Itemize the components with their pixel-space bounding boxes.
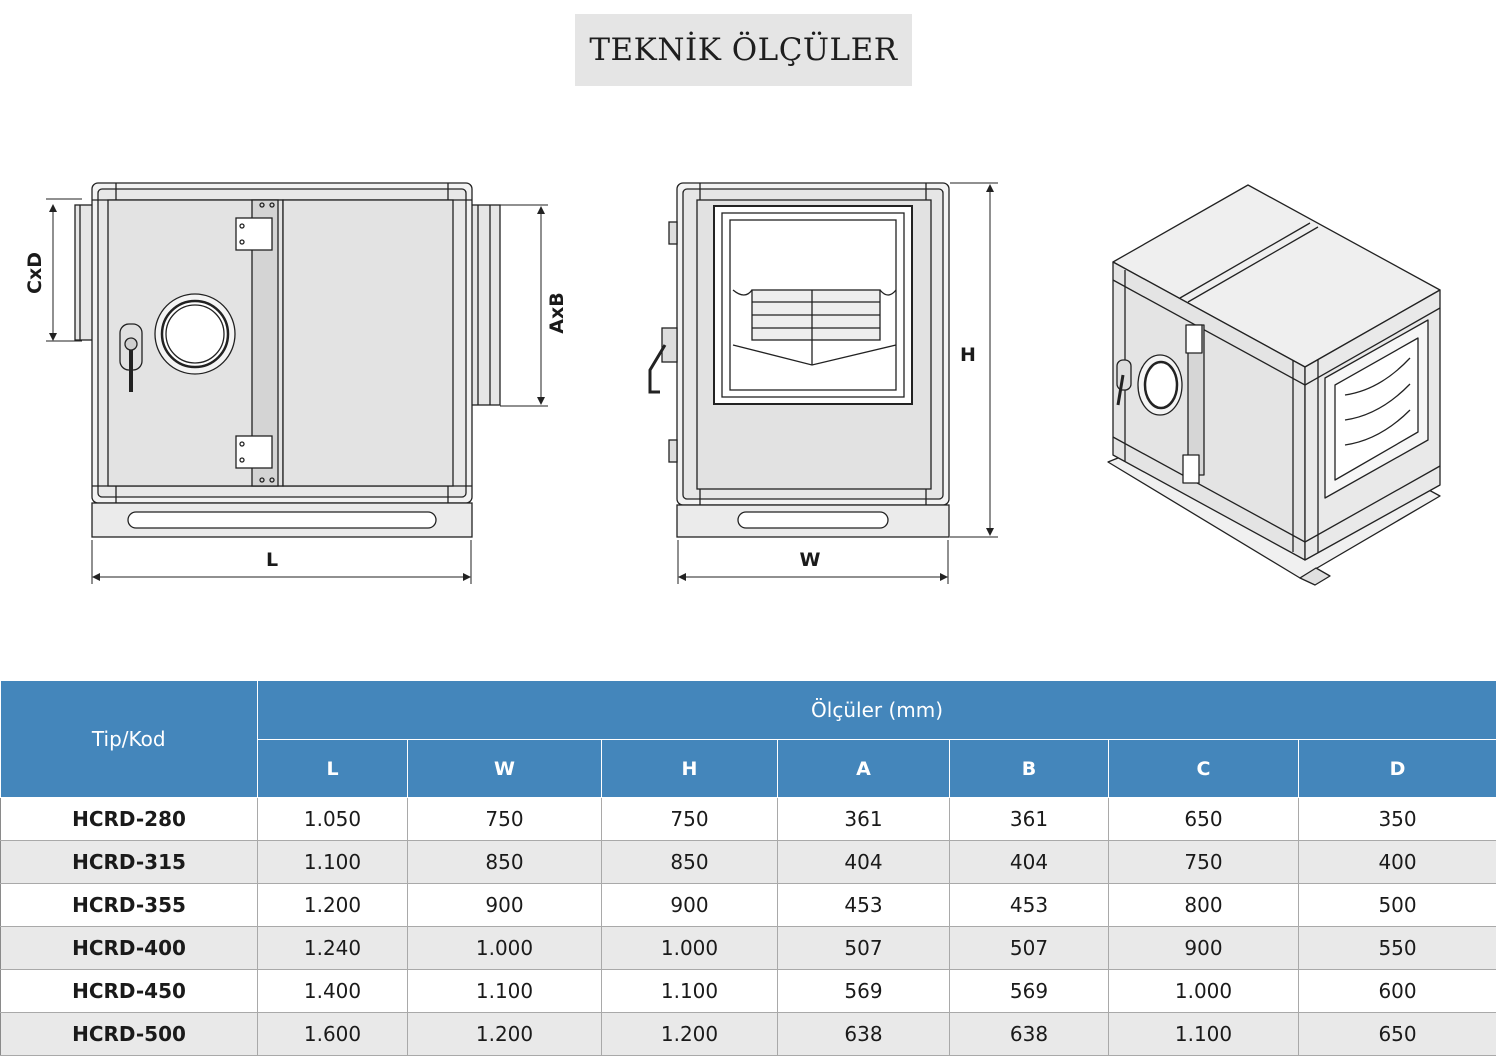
tip-kod-header: Tip/Kod: [0, 680, 258, 798]
cell-h: 750: [601, 797, 778, 841]
cxd-dimension-label: CxD: [24, 252, 46, 294]
table-row: HCRD-500 1.600 1.200 1.200 638 638 1.100…: [0, 1012, 1496, 1056]
table-row: HCRD-280 1.050 750 750 361 361 650 350: [0, 797, 1496, 841]
cell-b: 453: [949, 883, 1109, 927]
row-tip-cell: HCRD-450: [0, 969, 258, 1013]
cell-a: 569: [777, 969, 950, 1013]
cell-w: 1.200: [407, 1012, 602, 1056]
row-tip-cell: HCRD-280: [0, 797, 258, 841]
cell-l: 1.050: [257, 797, 408, 841]
cell-d: 600: [1297, 969, 1496, 1013]
page-title-box: TEKNİK ÖLÇÜLER: [575, 14, 912, 86]
side-view-drawing: [648, 182, 950, 538]
cell-l: 1.100: [257, 840, 408, 884]
column-header-l: L: [257, 739, 408, 798]
cell-l: 1.600: [257, 1012, 408, 1056]
cell-h: 1.000: [601, 926, 778, 970]
cell-b: 569: [949, 969, 1109, 1013]
cell-b: 361: [949, 797, 1109, 841]
table-row: HCRD-400 1.240 1.000 1.000 507 507 900 5…: [0, 926, 1496, 970]
table-row: HCRD-355 1.200 900 900 453 453 800 500: [0, 883, 1496, 927]
row-tip-cell: HCRD-400: [0, 926, 258, 970]
olculer-group-header: Ölçüler (mm): [256, 680, 1496, 740]
cell-w: 900: [407, 883, 602, 927]
cell-a: 507: [777, 926, 950, 970]
column-header-w: W: [407, 739, 602, 798]
cell-c: 900: [1108, 926, 1299, 970]
table-row: HCRD-450 1.400 1.100 1.100 569 569 1.000…: [0, 969, 1496, 1013]
cell-a: 638: [777, 1012, 950, 1056]
cell-b: 638: [949, 1012, 1109, 1056]
cell-h: 850: [601, 840, 778, 884]
technical-drawings: CxD AxB L W: [24, 182, 1441, 586]
cell-l: 1.200: [257, 883, 408, 927]
cell-d: 550: [1297, 926, 1496, 970]
cell-h: 1.200: [601, 1012, 778, 1056]
cell-d: 500: [1297, 883, 1496, 927]
w-dimension-label: W: [800, 549, 821, 571]
cell-b: 507: [949, 926, 1109, 970]
cell-w: 850: [407, 840, 602, 884]
cell-c: 800: [1108, 883, 1299, 927]
cell-d: 350: [1297, 797, 1496, 841]
column-header-d: D: [1297, 739, 1496, 798]
axb-dimension-label: AxB: [546, 292, 568, 333]
cell-l: 1.240: [257, 926, 408, 970]
cell-w: 750: [407, 797, 602, 841]
cell-a: 453: [777, 883, 950, 927]
cell-c: 1.100: [1108, 1012, 1299, 1056]
isometric-view-drawing: [1107, 184, 1441, 586]
cell-h: 1.100: [601, 969, 778, 1013]
cell-d: 400: [1297, 840, 1496, 884]
front-view-drawing: [74, 182, 501, 538]
cell-d: 650: [1297, 1012, 1496, 1056]
cell-b: 404: [949, 840, 1109, 884]
cell-c: 1.000: [1108, 969, 1299, 1013]
column-header-h: H: [601, 739, 778, 798]
cell-c: 650: [1108, 797, 1299, 841]
column-header-c: C: [1108, 739, 1299, 798]
row-tip-cell: HCRD-315: [0, 840, 258, 884]
row-tip-cell: HCRD-355: [0, 883, 258, 927]
cell-l: 1.400: [257, 969, 408, 1013]
page-title: TEKNİK ÖLÇÜLER: [589, 32, 898, 68]
dimensions-table: Tip/Kod Ölçüler (mm) L W H A B C D HCRD-…: [0, 680, 1496, 1056]
cell-w: 1.000: [407, 926, 602, 970]
cell-a: 361: [777, 797, 950, 841]
cell-w: 1.100: [407, 969, 602, 1013]
column-header-a: A: [777, 739, 950, 798]
side-view-dimensions: [677, 182, 998, 584]
cell-h: 900: [601, 883, 778, 927]
front-view-dimensions: [46, 198, 548, 584]
cell-a: 404: [777, 840, 950, 884]
table-row: HCRD-315 1.100 850 850 404 404 750 400: [0, 840, 1496, 884]
cell-c: 750: [1108, 840, 1299, 884]
column-header-b: B: [949, 739, 1109, 798]
h-dimension-label: H: [960, 344, 976, 366]
l-dimension-label: L: [266, 549, 278, 571]
row-tip-cell: HCRD-500: [0, 1012, 258, 1056]
